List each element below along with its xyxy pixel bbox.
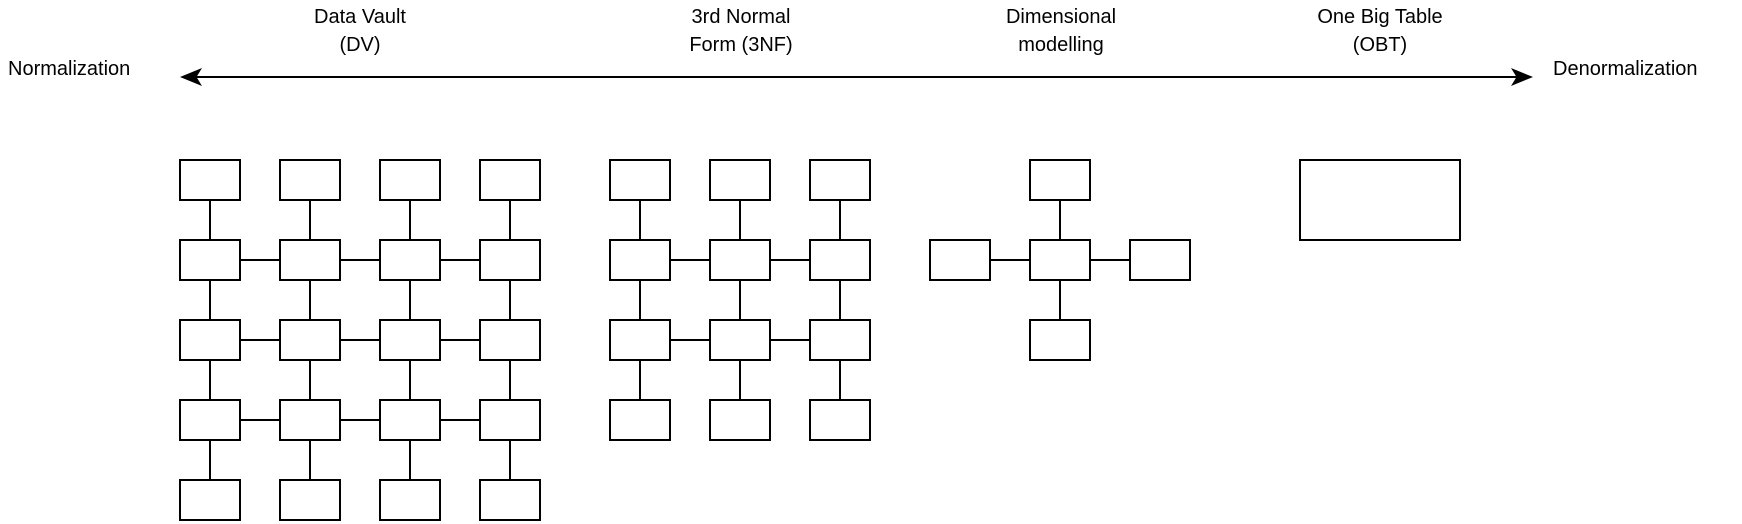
table-box	[809, 159, 871, 201]
table-box	[179, 319, 241, 361]
table-box	[379, 239, 441, 281]
table-box	[179, 479, 241, 521]
table-box	[709, 399, 771, 441]
table-box	[179, 239, 241, 281]
table-box	[709, 239, 771, 281]
group-label-line: One Big Table	[1317, 6, 1443, 28]
table-box	[809, 239, 871, 281]
table-box	[179, 159, 241, 201]
group-label-line: Data Vault	[314, 6, 406, 28]
table-box	[279, 479, 341, 521]
table-box	[609, 319, 671, 361]
group-label-line: (OBT)	[1352, 34, 1408, 56]
table-box	[279, 399, 341, 441]
table-box	[479, 399, 541, 441]
table-box	[709, 159, 771, 201]
axis-label-denormalization: Denormalization	[1553, 58, 1698, 80]
group-label-line: Dimensional	[1005, 6, 1117, 28]
group-label-line: (DV)	[339, 34, 381, 56]
table-box	[809, 319, 871, 361]
table-box	[609, 239, 671, 281]
table-box	[479, 159, 541, 201]
dimension-table-box	[1029, 159, 1091, 201]
arrow-head-right-icon	[1511, 68, 1533, 86]
table-box	[279, 319, 341, 361]
group-label-3nf: 3rd Normal Form (3NF)	[689, 3, 792, 59]
group-label-data-vault: Data Vault (DV)	[314, 3, 406, 59]
dimension-table-box	[1129, 239, 1191, 281]
group-label-dimensional: Dimensional modelling	[1006, 3, 1116, 59]
table-box	[379, 319, 441, 361]
table-box	[379, 159, 441, 201]
table-box	[379, 479, 441, 521]
table-box	[479, 479, 541, 521]
table-box	[479, 319, 541, 361]
table-box	[279, 159, 341, 201]
group-label-line: 3rd Normal	[691, 6, 791, 28]
table-box	[609, 399, 671, 441]
arrow-head-left-icon	[180, 68, 202, 86]
table-box	[279, 239, 341, 281]
table-box	[809, 399, 871, 441]
table-box	[709, 319, 771, 361]
group-label-line: modelling	[1018, 34, 1104, 56]
table-box	[379, 399, 441, 441]
dimension-table-box	[1029, 319, 1091, 361]
dimension-table-box	[929, 239, 991, 281]
table-box	[609, 159, 671, 201]
group-label-obt: One Big Table (OBT)	[1317, 3, 1442, 59]
group-label-line: Form (3NF)	[689, 34, 793, 56]
big-table-box	[1299, 159, 1461, 241]
axis-label-normalization: Normalization	[8, 58, 131, 80]
fact-table-box	[1029, 239, 1091, 281]
table-box	[479, 239, 541, 281]
table-box	[179, 399, 241, 441]
